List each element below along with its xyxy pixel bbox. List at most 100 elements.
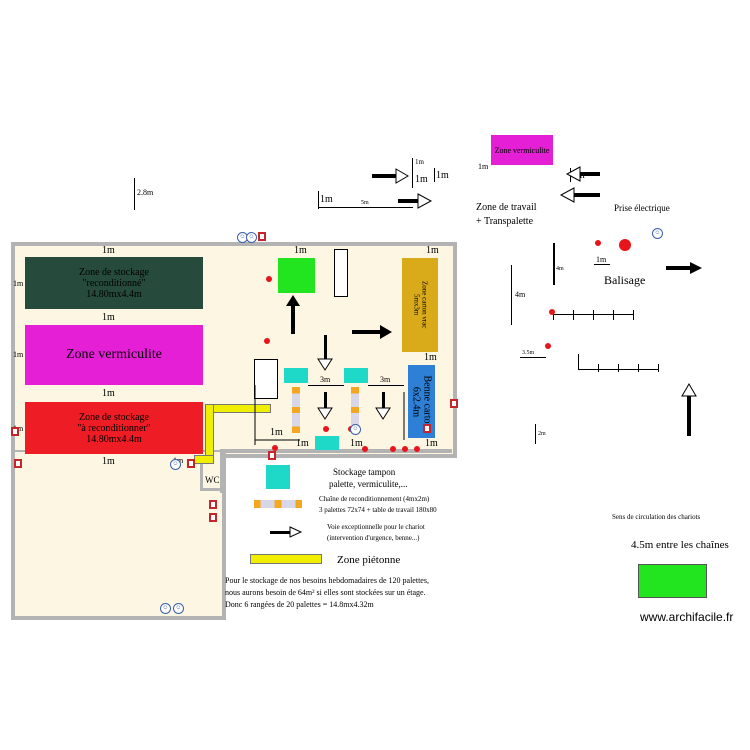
dim-line-4m-b (511, 265, 512, 325)
dim-bot-3: 1m (350, 438, 363, 449)
rail-tick (658, 364, 659, 372)
dim-1m-bal: 1m (596, 255, 607, 264)
dim-line-4m-a (553, 243, 555, 285)
arrow-left-icon (559, 187, 600, 203)
dim-top-2: 1m (294, 245, 307, 256)
dim-line-2m (535, 424, 536, 444)
zone-size: 14.80mx4.4m (86, 433, 142, 445)
zone-title: Zone vermiculite (65, 347, 163, 362)
dim-in-4: 1m (270, 427, 283, 438)
arrow-right-icon (352, 325, 392, 339)
arrow-down-icon (375, 392, 391, 420)
label-entre-chaines: 4.5m entre les chaînes (631, 539, 729, 551)
dim-bot-4: 1m (425, 438, 438, 449)
legend-label: Zone vermiculite (494, 145, 550, 155)
extinguisher-icon: ☺ (170, 459, 181, 470)
dim-1m-d: 1m (436, 170, 449, 181)
red-marker (545, 343, 551, 349)
note-line-2: nous aurons besoin de 64m² si elles sont… (225, 588, 426, 597)
rail-tick (593, 310, 594, 320)
red-marker (549, 309, 555, 315)
zone-title: Zone de stockage (79, 266, 149, 278)
rail-tick (573, 310, 574, 320)
dim-top-3: 1m (426, 245, 439, 256)
work-table-4 (266, 465, 290, 489)
work-table-3 (315, 436, 339, 450)
storage-rack-2 (254, 359, 278, 399)
inner-wall (220, 449, 452, 453)
red-marker (266, 276, 272, 282)
emergency-exit-icon (187, 459, 195, 468)
arrow-right-icon (398, 193, 433, 209)
emergency-exit-icon (209, 500, 217, 509)
wc-wall-3 (200, 463, 203, 490)
dim-line-5m (318, 207, 413, 208)
dim-4m-a: 4m (556, 266, 564, 272)
arrow-left-icon (565, 166, 600, 182)
dim-left-1: 1m (13, 279, 24, 288)
label-prise-electrique: Prise électrique (614, 203, 670, 213)
work-table-2 (344, 368, 368, 383)
label-stockage-tampon-2: palette, vermiculite,... (329, 479, 408, 489)
note-line-1: Pour le stockage de nos besoins hebdomad… (225, 576, 429, 585)
arrow-down-icon (317, 335, 333, 371)
dim-line-1m (318, 191, 319, 209)
label-voie: Voie exceptionnelle pour le chariot (327, 523, 425, 531)
watermark: www.archifacile.fr (640, 610, 734, 624)
smiley-icon: ☺ (652, 228, 663, 239)
red-marker (414, 446, 420, 452)
dim-4m-b: 4m (515, 290, 526, 299)
rail-tick (578, 354, 579, 370)
dim-line-3-5m (520, 357, 546, 358)
dim-in-3: 1m (424, 352, 437, 363)
dim-3-5m: 3.5m (522, 350, 535, 356)
red-marker (595, 240, 601, 246)
arrow-up-icon (681, 383, 697, 436)
arrow-right-icon (372, 168, 409, 184)
label-balisage: Balisage (604, 273, 646, 287)
pallet-chain-3 (254, 500, 302, 508)
dim-top-1: 1m (102, 245, 115, 256)
rail-tick (618, 364, 619, 372)
rail-tick (633, 310, 634, 320)
work-table-1 (284, 368, 308, 383)
green-machine-zone (278, 258, 315, 293)
zone-vermiculite: Zone vermiculite (25, 325, 203, 385)
dim-1m-a: 1m (320, 194, 333, 205)
zone-subtitle: "à reconditionner" (77, 422, 151, 434)
zone-size: 14.80mx4.4m (86, 288, 142, 300)
power-outlet-marker (619, 239, 631, 251)
label-stockage-tampon: Stockage tampon (333, 467, 396, 477)
zone-carton-vrac: Zone carton vrac 5mx3m (402, 258, 438, 352)
emergency-exit-icon (209, 513, 217, 522)
emergency-exit-icon (268, 451, 276, 460)
dim-tick (434, 168, 435, 182)
extinguisher-icon: ☺ (350, 424, 361, 435)
red-marker (362, 446, 368, 452)
dim-bot-2: 1m (296, 438, 309, 449)
legend-zone-vermiculite: Zone vermiculite (491, 135, 553, 165)
dim-1m-c: 1m (415, 174, 428, 185)
extinguisher-icon: ☺ (160, 603, 171, 614)
rail-tick (553, 310, 554, 320)
dim-line-3m-a (308, 385, 344, 386)
label-sens-circulation: Sens de circulation des chariots (612, 513, 701, 521)
zone-stockage-a-reconditionner: Zone de stockage "à reconditionner" 14.8… (25, 402, 203, 454)
dim-bot-1: 1m (102, 456, 115, 467)
rail-tick (598, 364, 599, 372)
dim-5m: 5m (361, 200, 369, 206)
dim-2-8m: 2.8m (137, 188, 154, 197)
pallet-chain-1 (292, 387, 300, 433)
dim-3m-b: 3m (380, 375, 391, 384)
dim-tick (412, 158, 413, 188)
note-line-3: Donc 6 rangées de 20 palettes = 14.8mx4.… (225, 600, 374, 609)
wc-wall (220, 453, 224, 493)
legend-green-box (638, 564, 707, 598)
emergency-exit-icon (11, 427, 19, 436)
label-chaine: Chaîne de reconditionnement (4mx2m) (319, 495, 430, 503)
emergency-exit-icon (258, 232, 266, 241)
label-zone-pietonne: Zone piétonne (337, 554, 401, 566)
emergency-exit-icon (14, 459, 22, 468)
rail-tick (613, 310, 614, 320)
dim-line-2-8m (134, 178, 135, 210)
